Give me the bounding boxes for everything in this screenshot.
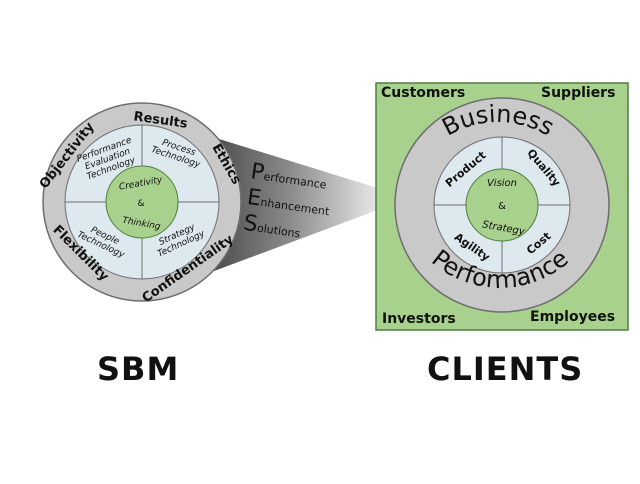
sbm-center-ampersand: &	[137, 199, 144, 209]
pes-line-solutions: Solutions	[242, 211, 303, 244]
projection-cone	[190, 130, 410, 280]
sbm-title: SBM	[97, 350, 180, 388]
clients-center-ampersand: &	[498, 201, 506, 212]
clients-title: CLIENTS	[427, 350, 584, 388]
clients-panel: Business Performance Product Quality Agi…	[375, 82, 629, 331]
clients-corner-employees: Employees	[530, 309, 616, 325]
clients-corner-customers: Customers	[381, 85, 466, 101]
clients-corner-investors: Investors	[382, 311, 456, 327]
sbm-wheel: Results Ethics Confidentiality Flexibili…	[37, 102, 244, 306]
clients-center-vision: Vision	[487, 178, 517, 189]
clients-corner-suppliers: Suppliers	[541, 85, 616, 101]
